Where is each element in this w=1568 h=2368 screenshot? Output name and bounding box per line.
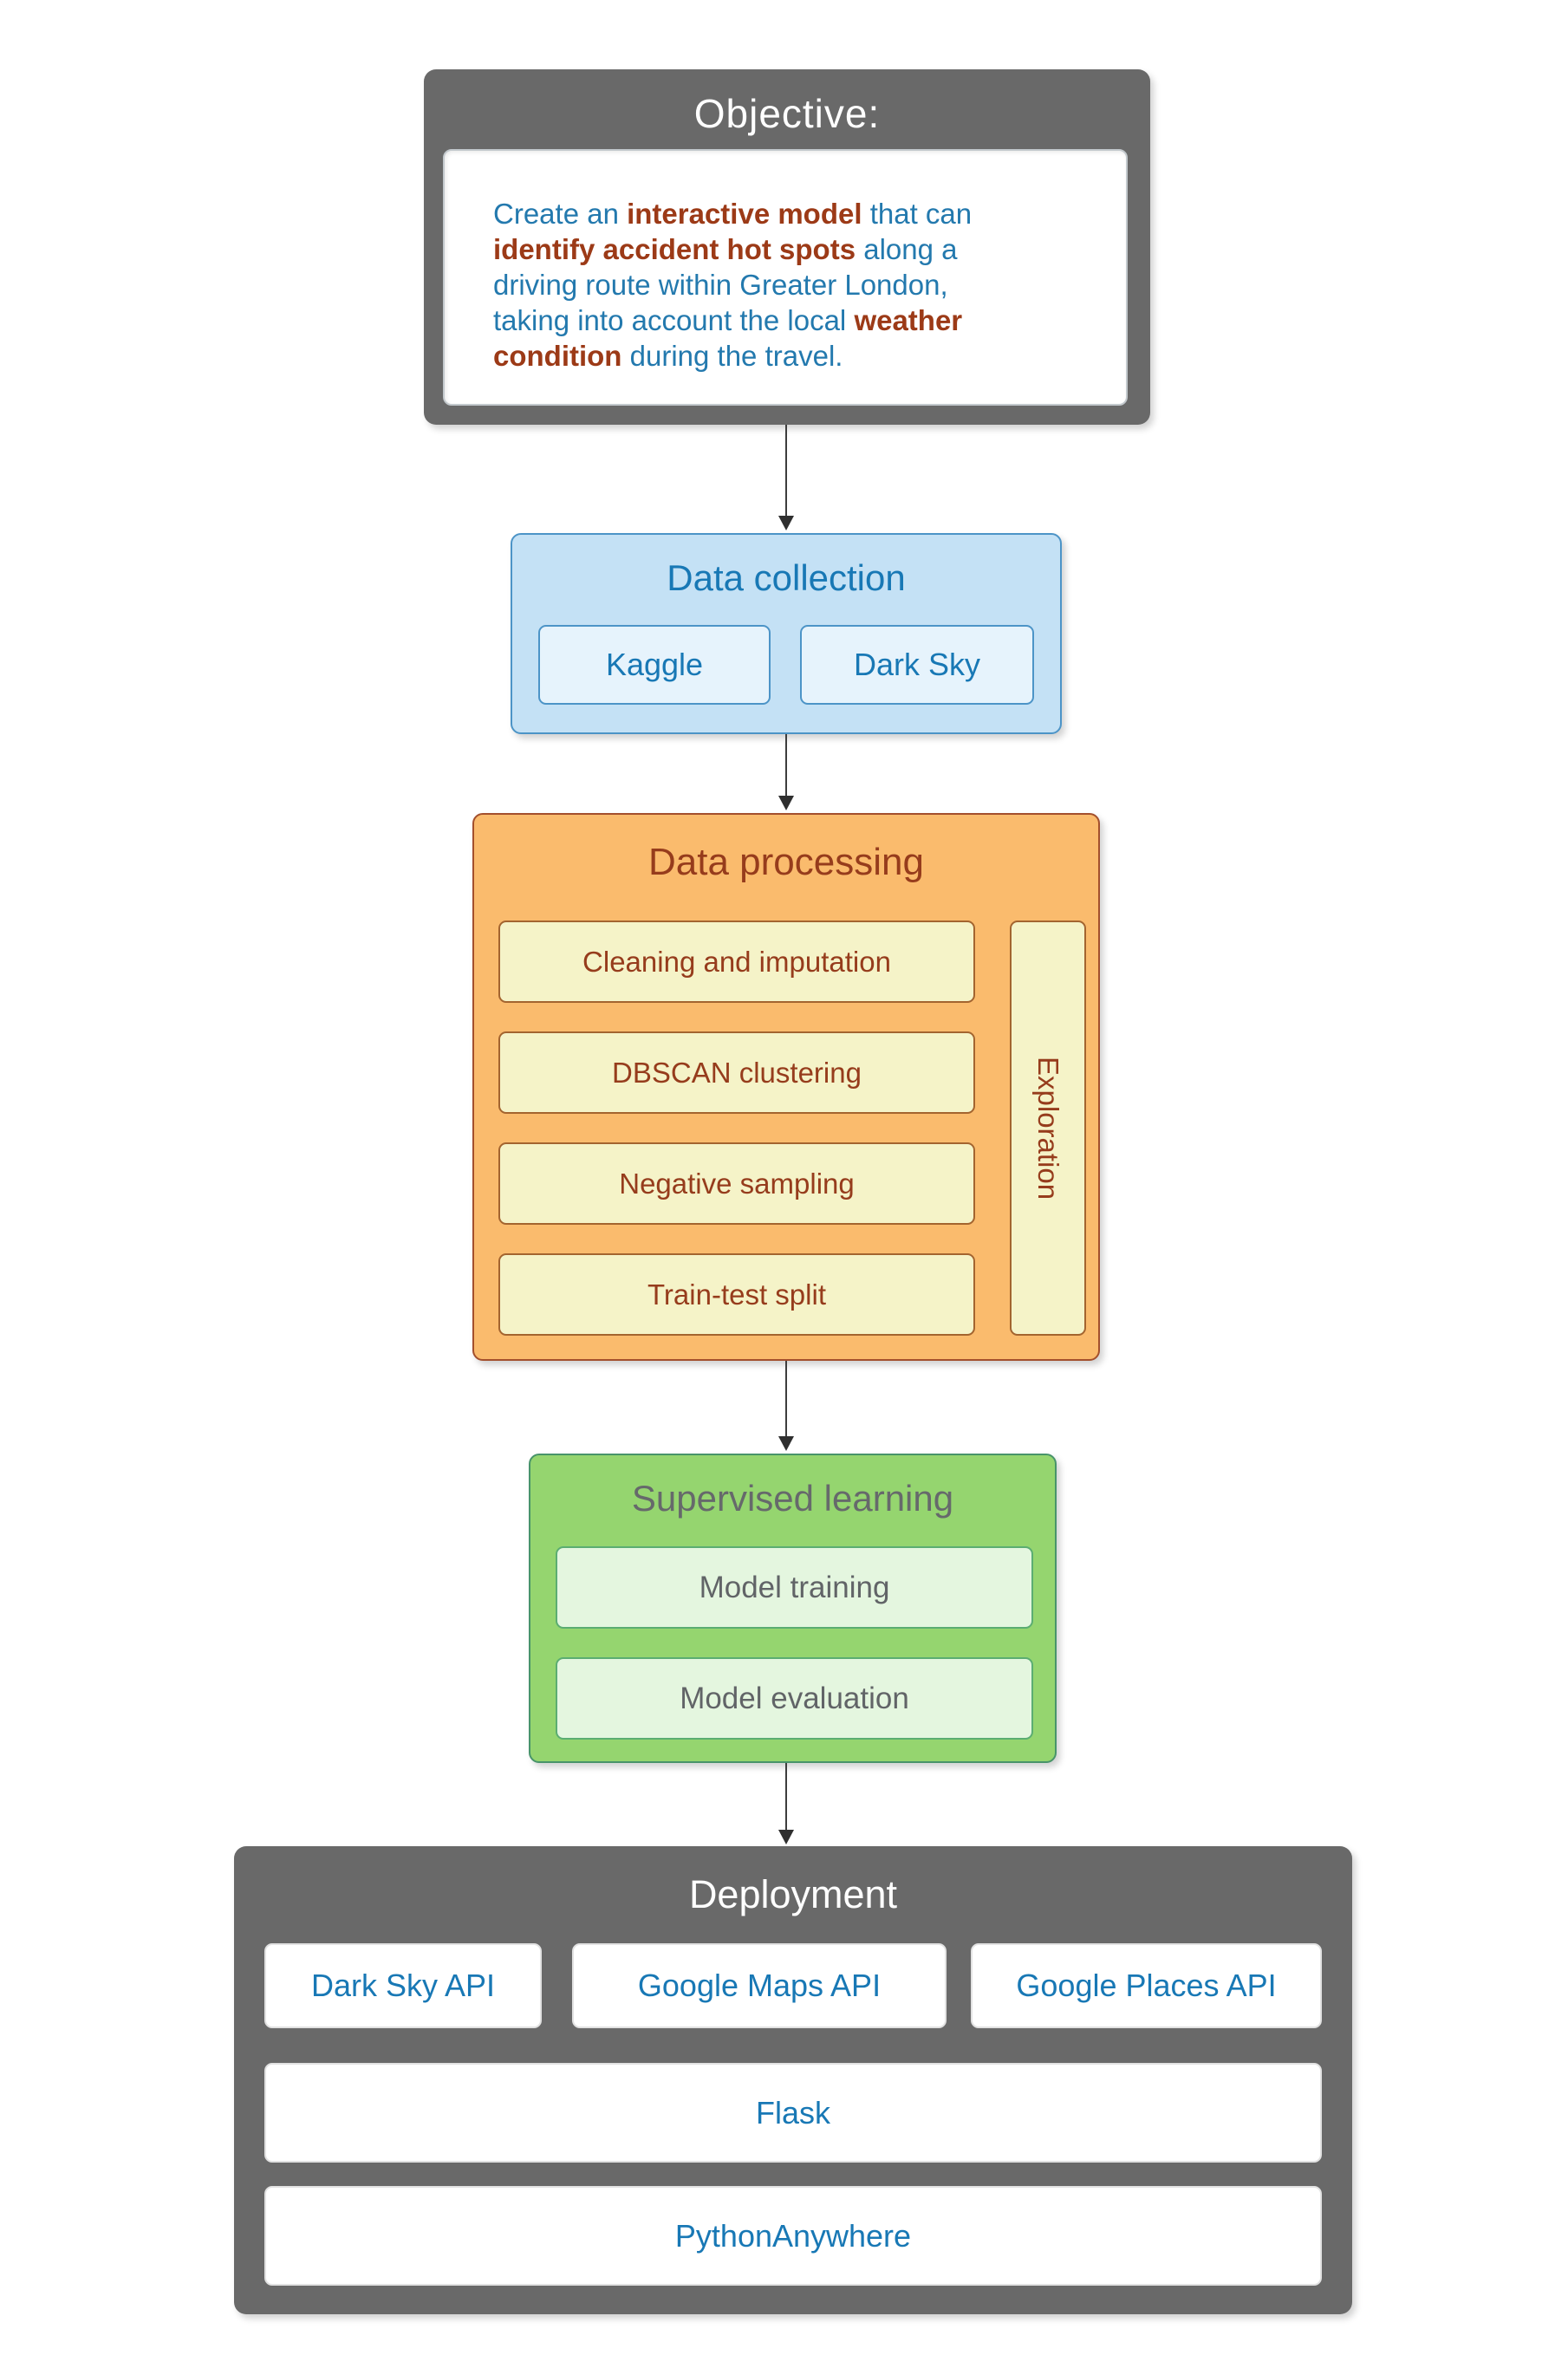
node-data-collection: Data collection Kaggle Dark Sky bbox=[511, 533, 1062, 734]
dark-sky-box: Dark Sky bbox=[800, 625, 1034, 705]
flow-arrow-3 bbox=[778, 1361, 794, 1451]
model-evaluation-box: Model evaluation bbox=[556, 1657, 1033, 1740]
deployment-title: Deployment bbox=[688, 1872, 898, 1916]
objective-body-card: Create an interactive model that can ide… bbox=[443, 149, 1128, 406]
dark-sky-api-box: Dark Sky API bbox=[264, 1943, 542, 2028]
flow-arrow-4 bbox=[778, 1763, 794, 1844]
negative-sampling-box: Negative sampling bbox=[498, 1142, 975, 1225]
model-training-box: Model training bbox=[556, 1546, 1033, 1629]
objective-title: Objective: bbox=[693, 91, 881, 136]
google-places-api-box: Google Places API bbox=[971, 1943, 1322, 2028]
node-supervised-learning: Supervised learning Model training Model… bbox=[529, 1454, 1057, 1763]
node-data-processing: Data processing Cleaning and imputation … bbox=[472, 813, 1100, 1361]
node-objective: Objective: Create an interactive model t… bbox=[424, 69, 1150, 425]
cleaning-imputation-box: Cleaning and imputation bbox=[498, 921, 975, 1003]
dbscan-clustering-box: DBSCAN clustering bbox=[498, 1031, 975, 1114]
kaggle-box: Kaggle bbox=[538, 625, 771, 705]
data-processing-title: Data processing bbox=[648, 841, 924, 883]
data-collection-title: Data collection bbox=[667, 557, 906, 598]
google-maps-api-box: Google Maps API bbox=[572, 1943, 947, 2028]
flow-arrow-2 bbox=[778, 734, 794, 810]
flow-arrow-1 bbox=[778, 425, 794, 530]
exploration-box: Exploration bbox=[1010, 921, 1086, 1336]
pythonanywhere-box: PythonAnywhere bbox=[264, 2186, 1322, 2286]
node-deployment: Deployment Dark Sky API Google Maps API … bbox=[234, 1846, 1352, 2314]
supervised-learning-title: Supervised learning bbox=[631, 1478, 954, 1519]
train-test-split-box: Train-test split bbox=[498, 1253, 975, 1336]
objective-text: Create an interactive model that can ide… bbox=[493, 198, 973, 372]
flask-box: Flask bbox=[264, 2063, 1322, 2163]
